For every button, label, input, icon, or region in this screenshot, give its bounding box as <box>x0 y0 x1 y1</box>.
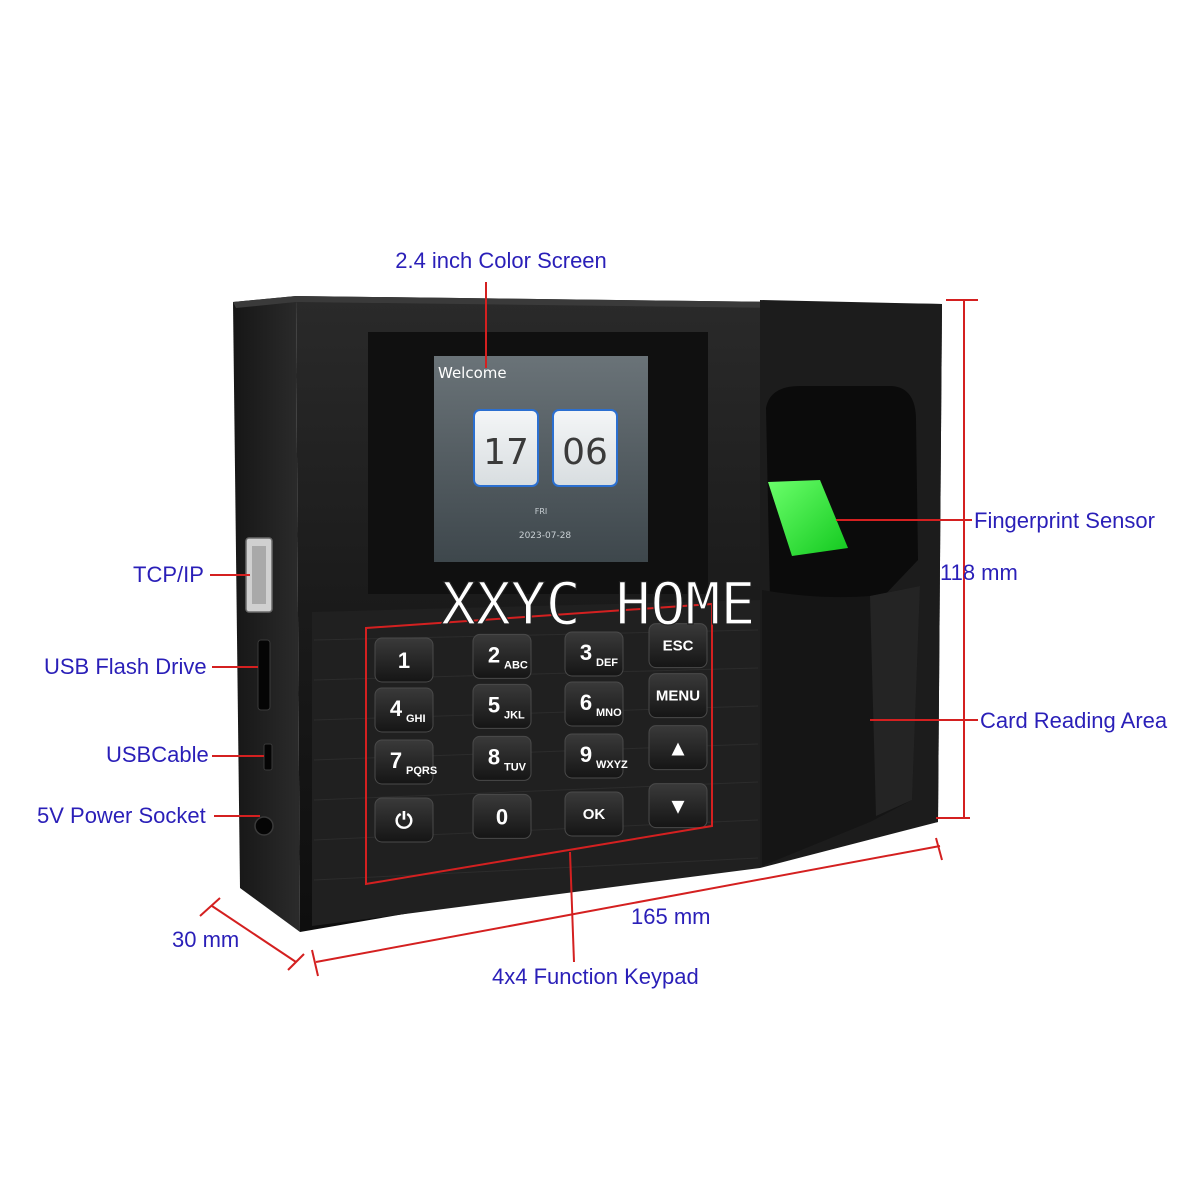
keypad-leader-line <box>569 851 575 963</box>
keypad-key-label: 8 <box>488 744 500 769</box>
lcd-hour: 17 <box>483 432 529 473</box>
keypad-key[interactable]: MENU <box>648 673 708 719</box>
keypad-highlight-frame <box>365 602 713 886</box>
keypad-key-sublabel: WXYZ <box>596 759 628 771</box>
keypad-key-label: ▲ <box>667 736 689 761</box>
keypad-key-label: 4 <box>390 696 403 721</box>
keypad-key-sublabel: DEF <box>596 657 618 669</box>
keypad-key[interactable]: ▲ <box>648 725 708 771</box>
keypad-key-sublabel: TUV <box>504 761 527 773</box>
keypad-key-sublabel: JKL <box>504 709 525 721</box>
keypad-key-label: ESC <box>663 638 694 655</box>
keypad-key-label: ⏻ <box>395 808 413 833</box>
lcd-greeting: Welcome <box>438 364 507 382</box>
width-dimension-cap-left <box>311 949 319 977</box>
label-width: 165 mm <box>631 904 710 929</box>
device-left-side <box>233 296 300 932</box>
keypad-key-cap <box>648 783 708 829</box>
lcd-minute-tile <box>552 409 618 487</box>
lcd-minute: 06 <box>562 432 608 473</box>
label-fingerprint: Fingerprint Sensor <box>974 508 1155 533</box>
keypad-key-cap <box>374 687 434 733</box>
label-screen: 2.4 inch Color Screen <box>395 248 607 273</box>
label-height: 118 mm <box>940 560 1018 585</box>
keypad-key-label: 9 <box>580 742 592 767</box>
keypad-key-cap <box>472 735 532 781</box>
depth-dimension-line <box>211 905 297 963</box>
depth-dimension-cap-left <box>199 897 221 917</box>
label-usb-cable: USBCable <box>106 742 209 767</box>
card-area-highlight <box>870 586 920 816</box>
keypad-key[interactable]: ESC <box>648 623 708 669</box>
keypad-key-label: 0 <box>496 804 508 829</box>
keypad-key[interactable]: ▼ <box>648 783 708 829</box>
usb-cable-port <box>263 743 273 771</box>
keypad-key-label: 1 <box>398 648 410 673</box>
keypad-key-label: 7 <box>390 748 402 773</box>
keypad-key-label: 6 <box>580 690 592 715</box>
keypad-key-cap <box>472 683 532 729</box>
power-socket <box>254 816 274 836</box>
keypad-key[interactable]: ⏻ <box>374 797 434 843</box>
keypad-key[interactable]: OK <box>564 791 624 837</box>
keypad-key-sublabel: GHI <box>406 713 426 725</box>
keypad-key-label: ▼ <box>667 794 689 819</box>
lcd-weekday: FRI <box>535 507 548 516</box>
keypad-key-label: 5 <box>488 692 500 717</box>
usb-flash-port <box>257 639 271 711</box>
callout-lines <box>199 282 978 977</box>
tcpip-port-inner <box>252 546 266 604</box>
keypad-key[interactable]: 1 <box>374 637 434 683</box>
keypad-key-cap <box>564 733 624 779</box>
keypad-key-label: MENU <box>656 688 700 705</box>
label-keypad: 4x4 Function Keypad <box>492 964 699 989</box>
lcd-date: 2023-07-28 <box>519 531 572 541</box>
keypad-key-cap <box>472 633 532 679</box>
depth-dimension-cap-right <box>287 953 305 971</box>
keypad-key-cap <box>374 797 434 843</box>
keypad-key-label: 3 <box>580 640 592 665</box>
keypad-key-cap <box>648 623 708 669</box>
keypad-key-sublabel: ABC <box>504 659 528 671</box>
watermark: XXYC HOME <box>441 570 755 638</box>
fingerprint-scanner-glow <box>768 480 848 556</box>
width-dimension-line <box>315 845 941 963</box>
label-tcpip: TCP/IP <box>133 562 204 587</box>
label-power: 5V Power Socket <box>37 803 206 828</box>
keypad-key-cap <box>472 793 532 839</box>
keypad-key-cap <box>564 791 624 837</box>
label-usb-flash: USB Flash Drive <box>44 654 207 679</box>
keypad-key-cap <box>564 681 624 727</box>
keypad-key-label: OK <box>583 806 606 823</box>
keypad-key-label: 2 <box>488 642 500 667</box>
keypad-key-cap <box>564 631 624 677</box>
keypad-key-cap <box>374 637 434 683</box>
lcd-hour-tile <box>473 409 539 487</box>
keypad-key-cap <box>648 673 708 719</box>
keypad-key-sublabel: PQRS <box>406 765 437 777</box>
keypad-key-cap <box>374 739 434 785</box>
keypad-key-sublabel: MNO <box>596 707 622 719</box>
width-dimension-cap-right <box>935 837 943 861</box>
label-card: Card Reading Area <box>980 708 1168 733</box>
keypad-key-cap <box>648 725 708 771</box>
label-depth: 30 mm <box>172 927 239 952</box>
keypad-key[interactable]: 0 <box>472 793 532 839</box>
